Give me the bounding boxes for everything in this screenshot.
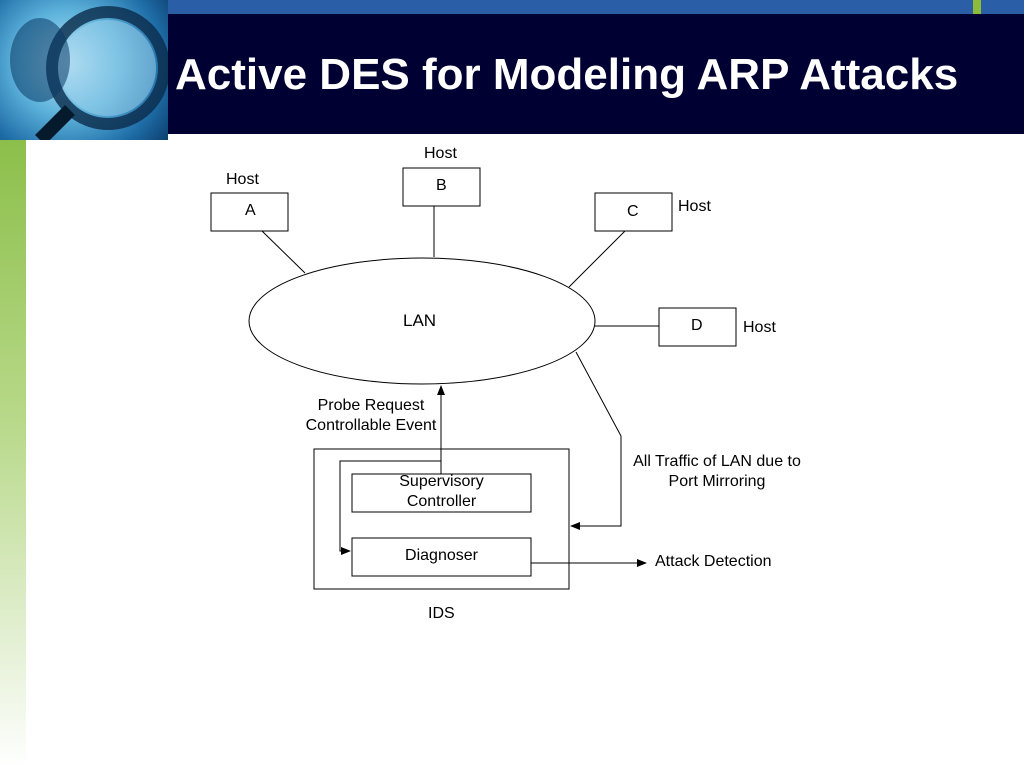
host-b-label: Host [424,145,457,162]
host-a-id: A [245,202,256,219]
controller-label: Controller [406,493,477,510]
host-c-box [594,192,673,232]
title-bar [168,14,1024,134]
lan-label: LAN [403,311,437,330]
host-d-box [658,307,737,347]
supervisory-controller-box [351,473,532,513]
port-mirroring-arrow [570,351,622,530]
traffic-label: All Traffic of LAN due to [633,453,801,470]
host-c-label: Host [678,198,711,215]
link-c-lan [568,230,626,288]
supervisory-label: Supervisory [399,473,484,490]
port-mirroring-label: Port Mirroring [668,473,766,490]
ids-label: IDS [428,605,455,622]
link-a-lan [261,230,306,274]
host-a-label: Host [226,171,259,188]
attack-detection-label: Attack Detection [655,553,772,570]
host-d-label: Host [743,319,776,336]
top-stripe-accent [973,0,981,14]
host-b-id: B [436,177,447,194]
slide-title: Active DES for Modeling ARP Attacks [175,50,959,99]
diagnoser-box [351,537,532,577]
host-b-box [402,167,481,207]
host-a-box [210,192,289,232]
left-accent-bar [0,140,26,768]
host-c-id: C [627,203,639,220]
magnifier-logo-icon [0,0,168,140]
lan-ellipse [248,257,596,385]
controller-diagnoser-link [339,460,442,555]
host-d-id: D [691,317,703,334]
controllable-event-label: Controllable Event [305,417,437,434]
top-stripe [168,0,1024,14]
diagnoser-label: Diagnoser [405,547,478,564]
probe-request-label: Probe Request [317,397,425,414]
